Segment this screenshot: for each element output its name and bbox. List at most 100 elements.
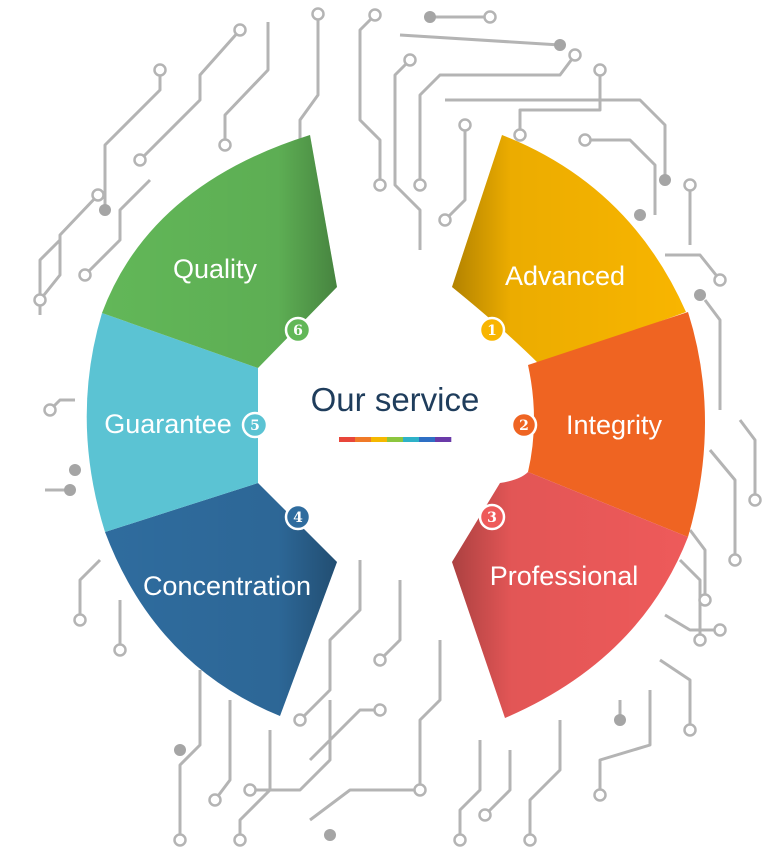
rainbow-stripe bbox=[403, 437, 420, 442]
circuit-node bbox=[73, 613, 87, 627]
segment-advanced bbox=[452, 135, 686, 365]
segment-label-professional: Professional bbox=[490, 561, 639, 591]
circuit-node bbox=[133, 153, 147, 167]
circuit-trace bbox=[83, 178, 152, 277]
circuit-node bbox=[659, 174, 671, 186]
segment-label-integrity: Integrity bbox=[566, 410, 663, 440]
circuit-node bbox=[513, 128, 527, 142]
circuit-trace bbox=[688, 529, 707, 600]
badge-circle bbox=[478, 316, 506, 344]
badge-number: 1 bbox=[487, 323, 497, 339]
circuit-trace bbox=[213, 700, 232, 801]
circuit-node bbox=[91, 188, 105, 202]
segment-guarantee bbox=[86, 313, 258, 532]
circuit-node bbox=[99, 204, 111, 216]
circuit-trace bbox=[428, 15, 490, 20]
circuit-node bbox=[64, 484, 76, 496]
rainbow-stripe bbox=[355, 437, 372, 442]
number-badges: 1 2 3 4 5 6 bbox=[241, 316, 538, 531]
circuit-node bbox=[593, 788, 607, 802]
circuit-node bbox=[243, 783, 257, 797]
circuit-trace bbox=[378, 580, 402, 662]
circuit-node bbox=[324, 829, 336, 841]
segment-label-guarantee: Guarantee bbox=[104, 409, 232, 439]
rainbow-stripe bbox=[419, 437, 436, 442]
circuit-trace bbox=[708, 449, 737, 560]
segment-label-advanced: Advanced bbox=[505, 261, 625, 291]
segment-fill bbox=[528, 312, 705, 537]
circuit-trace bbox=[103, 70, 162, 210]
center-panel: Our service bbox=[311, 381, 480, 442]
badge-circle bbox=[284, 316, 312, 344]
badge-3: 3 bbox=[478, 503, 506, 531]
circuit-node bbox=[233, 833, 247, 847]
circuit-node bbox=[438, 213, 452, 227]
rainbow-stripe bbox=[371, 437, 388, 442]
circuit-node bbox=[453, 833, 467, 847]
circuit-trace bbox=[659, 658, 692, 730]
badge-6: 6 bbox=[284, 316, 312, 344]
circuit-trace bbox=[703, 299, 722, 410]
badge-number: 4 bbox=[293, 510, 303, 526]
segment-professional bbox=[452, 472, 688, 718]
circuit-node bbox=[218, 138, 232, 152]
circuit-node bbox=[713, 273, 727, 287]
circuit-node bbox=[368, 8, 382, 22]
circuit-node bbox=[458, 118, 472, 132]
circuit-node bbox=[634, 209, 646, 221]
circuit-node bbox=[373, 178, 387, 192]
badge-number: 2 bbox=[519, 418, 529, 434]
circuit-node bbox=[33, 293, 47, 307]
circuit-node bbox=[413, 783, 427, 797]
circuit-node bbox=[173, 833, 187, 847]
circuit-trace bbox=[518, 70, 602, 135]
circuit-trace bbox=[738, 419, 757, 500]
circuit-trace bbox=[358, 13, 382, 185]
circuit-node bbox=[683, 178, 697, 192]
circuit-trace bbox=[458, 740, 482, 840]
circuit-node bbox=[293, 713, 307, 727]
badge-circle bbox=[241, 411, 269, 439]
circuit-trace bbox=[308, 708, 380, 762]
segment-fold-shadow bbox=[452, 472, 688, 718]
circuit-node bbox=[593, 63, 607, 77]
circuit-node bbox=[153, 63, 167, 77]
circuit-node bbox=[478, 808, 492, 822]
badge-5: 5 bbox=[241, 411, 269, 439]
circuit-trace bbox=[309, 788, 420, 822]
rainbow-stripe bbox=[387, 437, 404, 442]
circuit-node bbox=[698, 593, 712, 607]
circuit-trace bbox=[298, 560, 362, 722]
badge-number: 5 bbox=[250, 418, 260, 434]
circuit-node bbox=[523, 833, 537, 847]
circuit-node bbox=[208, 793, 222, 807]
circuit-trace bbox=[399, 33, 561, 47]
circuit-node bbox=[413, 178, 427, 192]
segment-quality bbox=[102, 135, 337, 368]
circuit-trace bbox=[445, 98, 667, 180]
circuit-node bbox=[373, 703, 387, 717]
circuit-trace bbox=[664, 613, 720, 632]
circuit-node bbox=[483, 10, 497, 24]
segment-fold-shadow bbox=[452, 135, 686, 365]
circuit-node bbox=[728, 553, 742, 567]
segment-fill bbox=[86, 313, 258, 532]
center-title: Our service bbox=[311, 381, 480, 418]
segment-label-quality: Quality bbox=[173, 254, 258, 284]
badge-4: 4 bbox=[284, 503, 312, 531]
circuit-background bbox=[33, 7, 762, 847]
circuit-trace bbox=[678, 558, 702, 640]
circuit-node bbox=[614, 714, 626, 726]
circuit-node bbox=[311, 7, 325, 21]
badge-1: 1 bbox=[478, 316, 506, 344]
segment-integrity bbox=[528, 312, 705, 537]
circuit-trace bbox=[418, 54, 577, 185]
segment-ring bbox=[86, 135, 705, 718]
circuit-node bbox=[578, 133, 592, 147]
circuit-trace bbox=[238, 730, 272, 840]
circuit-node bbox=[43, 403, 57, 417]
circuit-trace bbox=[483, 750, 512, 817]
circuit-trace bbox=[393, 58, 422, 250]
